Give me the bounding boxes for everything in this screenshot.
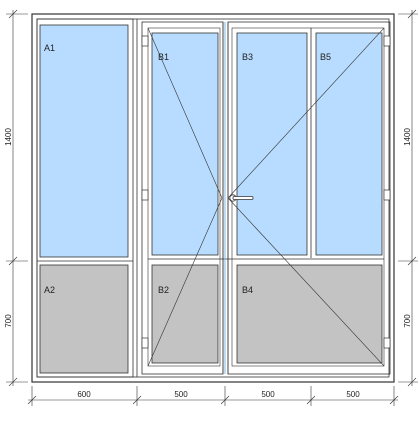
door-handle-icon xyxy=(229,194,254,202)
pane-label-A2: A2 xyxy=(44,285,55,295)
dimension-left xyxy=(6,9,28,387)
pane-label-B1: B1 xyxy=(158,52,169,62)
hinge-icon xyxy=(141,337,149,349)
opening-line-right-bottom xyxy=(227,197,385,367)
opening-line-left-bottom xyxy=(147,197,223,367)
pane-label-A1: A1 xyxy=(44,43,55,53)
dimension-height-left-bottom: 700 xyxy=(4,314,13,328)
dimension-height-right-top: 1400 xyxy=(403,128,412,146)
pane-label-B2: B2 xyxy=(158,285,169,295)
dimension-width-3: 500 xyxy=(261,390,275,399)
pane-label-B5: B5 xyxy=(320,52,331,62)
hinge-icon xyxy=(383,337,391,349)
hinge-icon xyxy=(141,189,149,201)
dimension-height-right-bottom: 700 xyxy=(403,314,412,328)
pane-B1 xyxy=(151,32,219,256)
dimension-bottom xyxy=(27,386,399,406)
opening-line-left-top xyxy=(147,27,223,199)
hinge-icon xyxy=(141,35,149,47)
pane-label-B3: B3 xyxy=(242,52,253,62)
dimension-right xyxy=(398,9,418,387)
pane-B2 xyxy=(151,264,219,364)
pane-A2 xyxy=(39,264,129,374)
pane-B5 xyxy=(315,32,383,256)
dimension-width-1: 600 xyxy=(77,390,91,399)
dimension-width-4: 500 xyxy=(346,390,360,399)
hinge-icon xyxy=(383,189,391,201)
opening-line-right-top xyxy=(227,27,385,199)
hinge-icon xyxy=(383,35,391,47)
pane-B4 xyxy=(236,264,383,364)
dimension-height-left-top: 1400 xyxy=(4,128,13,146)
pane-A1 xyxy=(39,24,129,258)
pane-label-B4: B4 xyxy=(242,285,253,295)
left-section-frame xyxy=(36,18,134,378)
dimension-width-2: 500 xyxy=(174,390,188,399)
pane-B3 xyxy=(236,32,308,256)
